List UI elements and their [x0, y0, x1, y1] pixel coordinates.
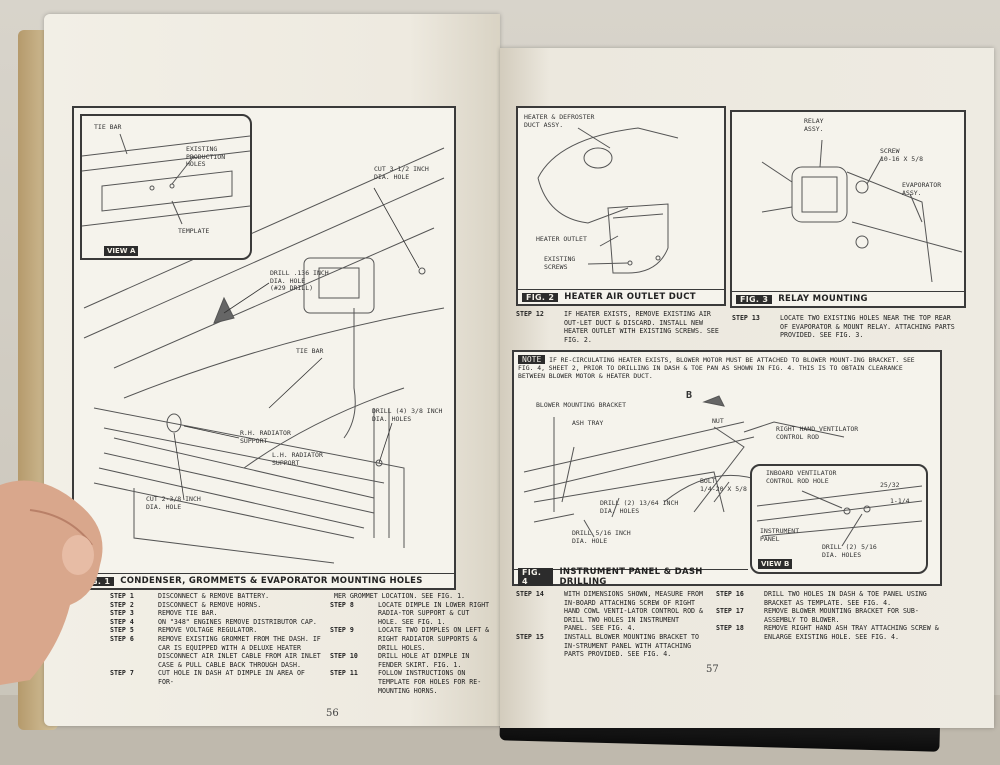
label-existing-holes: EXISTING PRODUCTION HOLES [186, 145, 226, 168]
label-lh-support: L.H. RADIATOR SUPPORT [272, 451, 323, 467]
label-drill-4-3-8: DRILL (4) 3/8 INCH DIA. HOLES [372, 407, 443, 423]
label-cut-2-3-8: CUT 2-3/8 INCH DIA. HOLE [146, 495, 201, 511]
label-tie-bar: TIE BAR [296, 347, 324, 355]
left-page: TIE BAR EXISTING PRODUCTION HOLES TEMPLA… [44, 14, 500, 726]
fig3-frame: RELAY ASSY. SCREW 10-16 X 5/8 EVAPORATOR… [730, 110, 966, 308]
fig4-tag: FIG. 4 [518, 568, 554, 586]
label-blower-bracket: BLOWER MOUNTING BRACKET [536, 401, 627, 409]
label-defroster-duct: HEATER & DEFROSTER DUCT ASSY. [524, 113, 595, 129]
note-tag: NOTE [518, 355, 546, 364]
left-steps-col2: MER GROMMET LOCATION. SEE FIG. 1. STEP 8… [330, 592, 492, 695]
label-right-vent-rod: RIGHT HAND VENTILATOR CONTROL ROD [776, 425, 859, 441]
fig1-frame: TIE BAR EXISTING PRODUCTION HOLES TEMPLA… [72, 106, 456, 590]
left-page-number: 56 [326, 708, 339, 719]
fig3-title: RELAY MOUNTING [778, 294, 868, 304]
label-b-marker: B [686, 390, 693, 401]
right-page-number: 57 [706, 664, 719, 675]
label-dim-1-1-4: 1-1/4 [890, 497, 910, 505]
fig2-drawing [537, 127, 679, 274]
fig4-note: NOTE IF RE-CIRCULATING HEATER EXISTS, BL… [518, 355, 928, 380]
label-cut-3-1-2: CUT 3-1/2 INCH DIA. HOLE [374, 165, 429, 181]
fig4-drawing [523, 395, 845, 538]
view-b-drawing [756, 485, 923, 547]
fig2-frame: HEATER & DEFROSTER DUCT ASSY. HEATER OUT… [516, 106, 726, 306]
label-template: TEMPLATE [178, 227, 210, 235]
label-relay-assy: RELAY ASSY. [804, 117, 824, 133]
label-drill-2-5-16: DRILL (2) 5/16 DIA. HOLES [822, 543, 877, 559]
view-a-tag: VIEW A [104, 246, 139, 256]
fig3-tag: FIG. 3 [736, 294, 773, 304]
label-heater-outlet: HEATER OUTLET [536, 235, 587, 243]
label-bolt: BOLT 1/4-20 X 5/8 [700, 477, 747, 493]
fig4-title: INSTRUMENT PANEL & DASH DRILLING [559, 567, 703, 587]
fig2-title: HEATER AIR OUTLET DUCT [564, 292, 696, 302]
label-ash-tray: ASH TRAY [572, 419, 604, 427]
view-b-tag: VIEW B [758, 559, 793, 569]
label-screw: SCREW 10-16 X 5/8 [880, 147, 924, 163]
step-row: MER GROMMET LOCATION. SEE FIG. 1. [334, 592, 466, 600]
view-b-inset: INBOARD VENTILATOR CONTROL ROD HOLE 25/3… [750, 464, 928, 574]
label-rh-support: R.H. RADIATOR SUPPORT [240, 429, 291, 445]
label-drill-13-64: DRILL (2) 13/64 INCH DIA. HOLES [600, 499, 679, 515]
fig1-caption: FIG. 1 CONDENSER, GROMMETS & EVAPORATOR … [74, 573, 454, 588]
view-a-drawing [82, 133, 250, 227]
label-instrument-panel: INSTRUMENT PANEL [760, 527, 800, 543]
label-drill-5-16: DRILL 5/16 INCH DIA. HOLE [572, 529, 631, 545]
label-evaporator-assy: EVAPORATOR ASSY. [902, 181, 942, 197]
fig3-caption: FIG. 3 RELAY MOUNTING [732, 291, 964, 306]
fig2-tag: FIG. 2 [522, 292, 559, 302]
fig2-caption: FIG. 2 HEATER AIR OUTLET DUCT [518, 289, 724, 304]
hand-image [0, 480, 103, 685]
note-text: IF RE-CIRCULATING HEATER EXISTS, BLOWER … [518, 356, 915, 380]
fig1-drawing [83, 147, 445, 564]
label-drill-136: DRILL .136 INCH DIA. HOLE (#29 DRILL) [270, 269, 329, 292]
label-existing-screws: EXISTING SCREWS [544, 255, 576, 271]
fig1-title: CONDENSER, GROMMETS & EVAPORATOR MOUNTIN… [120, 576, 423, 586]
fig3-drawing [761, 139, 963, 283]
label-tie-bar-top: TIE BAR [94, 123, 122, 131]
right-page: HEATER & DEFROSTER DUCT ASSY. HEATER OUT… [500, 48, 994, 728]
fig1-tag: FIG. 1 [78, 576, 115, 586]
fig4-caption: FIG. 4 INSTRUMENT PANEL & DASH DRILLING [514, 567, 748, 587]
view-a-inset: TIE BAR EXISTING PRODUCTION HOLES TEMPLA… [80, 114, 252, 260]
label-dim-25-32: 25/32 [880, 481, 900, 489]
label-inboard-vent: INBOARD VENTILATOR CONTROL ROD HOLE [766, 469, 837, 485]
fig4-frame: NOTE IF RE-CIRCULATING HEATER EXISTS, BL… [512, 350, 942, 587]
label-nut: NUT [712, 417, 724, 425]
